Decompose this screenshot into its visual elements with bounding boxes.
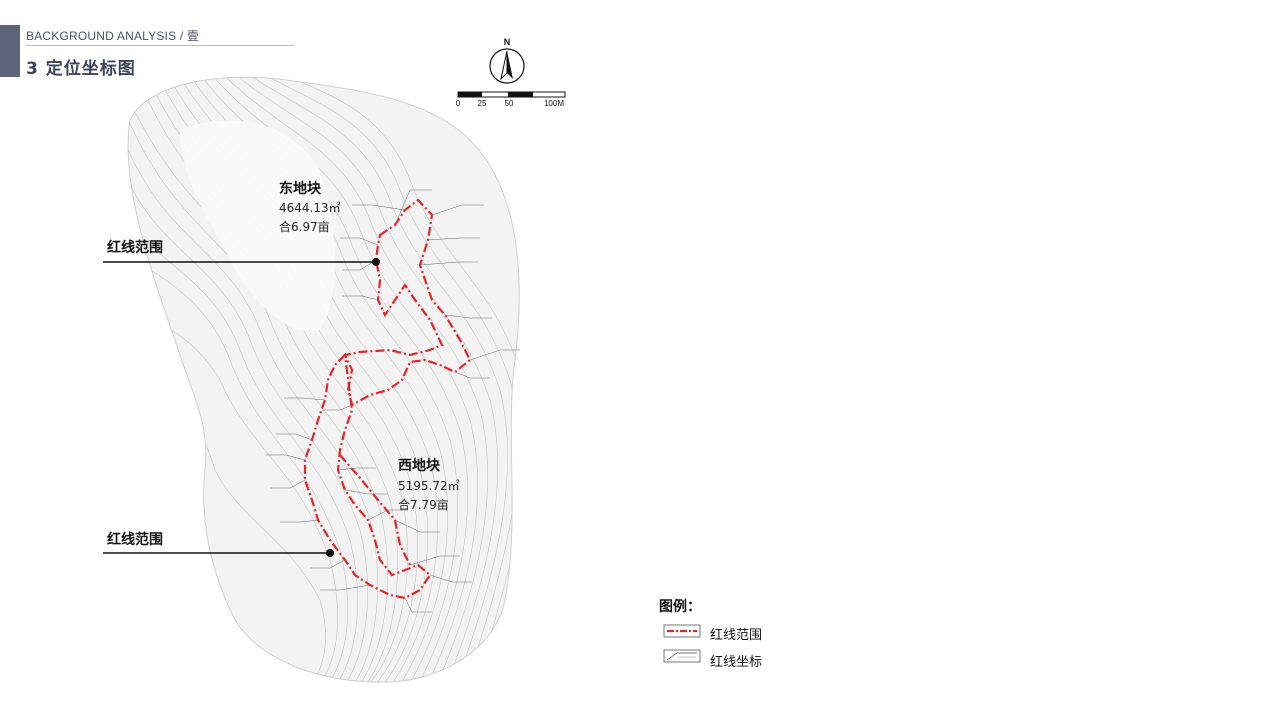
west-block-area: 5195.72㎡	[398, 479, 460, 493]
page-title: 3 定位坐标图	[26, 59, 136, 79]
terrain-area	[127, 76, 520, 683]
north-arrow	[489, 48, 525, 84]
scale-bar	[457, 91, 566, 98]
legend-title: 图例：	[659, 599, 701, 615]
coordinate-tag-icon	[663, 649, 701, 663]
header-divider	[26, 45, 294, 46]
east-block-mu: 合6.97亩	[279, 220, 330, 234]
west-block-mu: 合7.79亩	[398, 498, 449, 512]
header-accent-bar	[0, 25, 20, 77]
east-block-area: 4644.13㎡	[279, 201, 341, 215]
north-label: N	[504, 37, 511, 47]
red-dash-line-icon	[663, 624, 701, 638]
coordinate-leaders	[266, 189, 520, 613]
scale-tick: 0	[456, 99, 461, 108]
redline-callout-west: 红线范围	[107, 532, 163, 548]
west-block-name: 西地块	[398, 458, 440, 474]
scale-tick: 25	[478, 99, 487, 108]
redline-callout-east: 红线范围	[107, 240, 163, 256]
legend-item-coordinate: 红线坐标	[710, 651, 762, 670]
east-block-name: 东地块	[279, 181, 321, 197]
legend-label: 红线范围	[710, 628, 763, 643]
legend-item-redline: 红线范围	[710, 624, 762, 643]
scale-tick: 100M	[544, 99, 564, 108]
callout-leaders	[103, 258, 380, 557]
scale-tick: 50	[505, 99, 514, 108]
section-subtitle: BACKGROUND ANALYSIS / 壹	[26, 29, 200, 43]
legend-label: 红线坐标	[710, 655, 763, 670]
